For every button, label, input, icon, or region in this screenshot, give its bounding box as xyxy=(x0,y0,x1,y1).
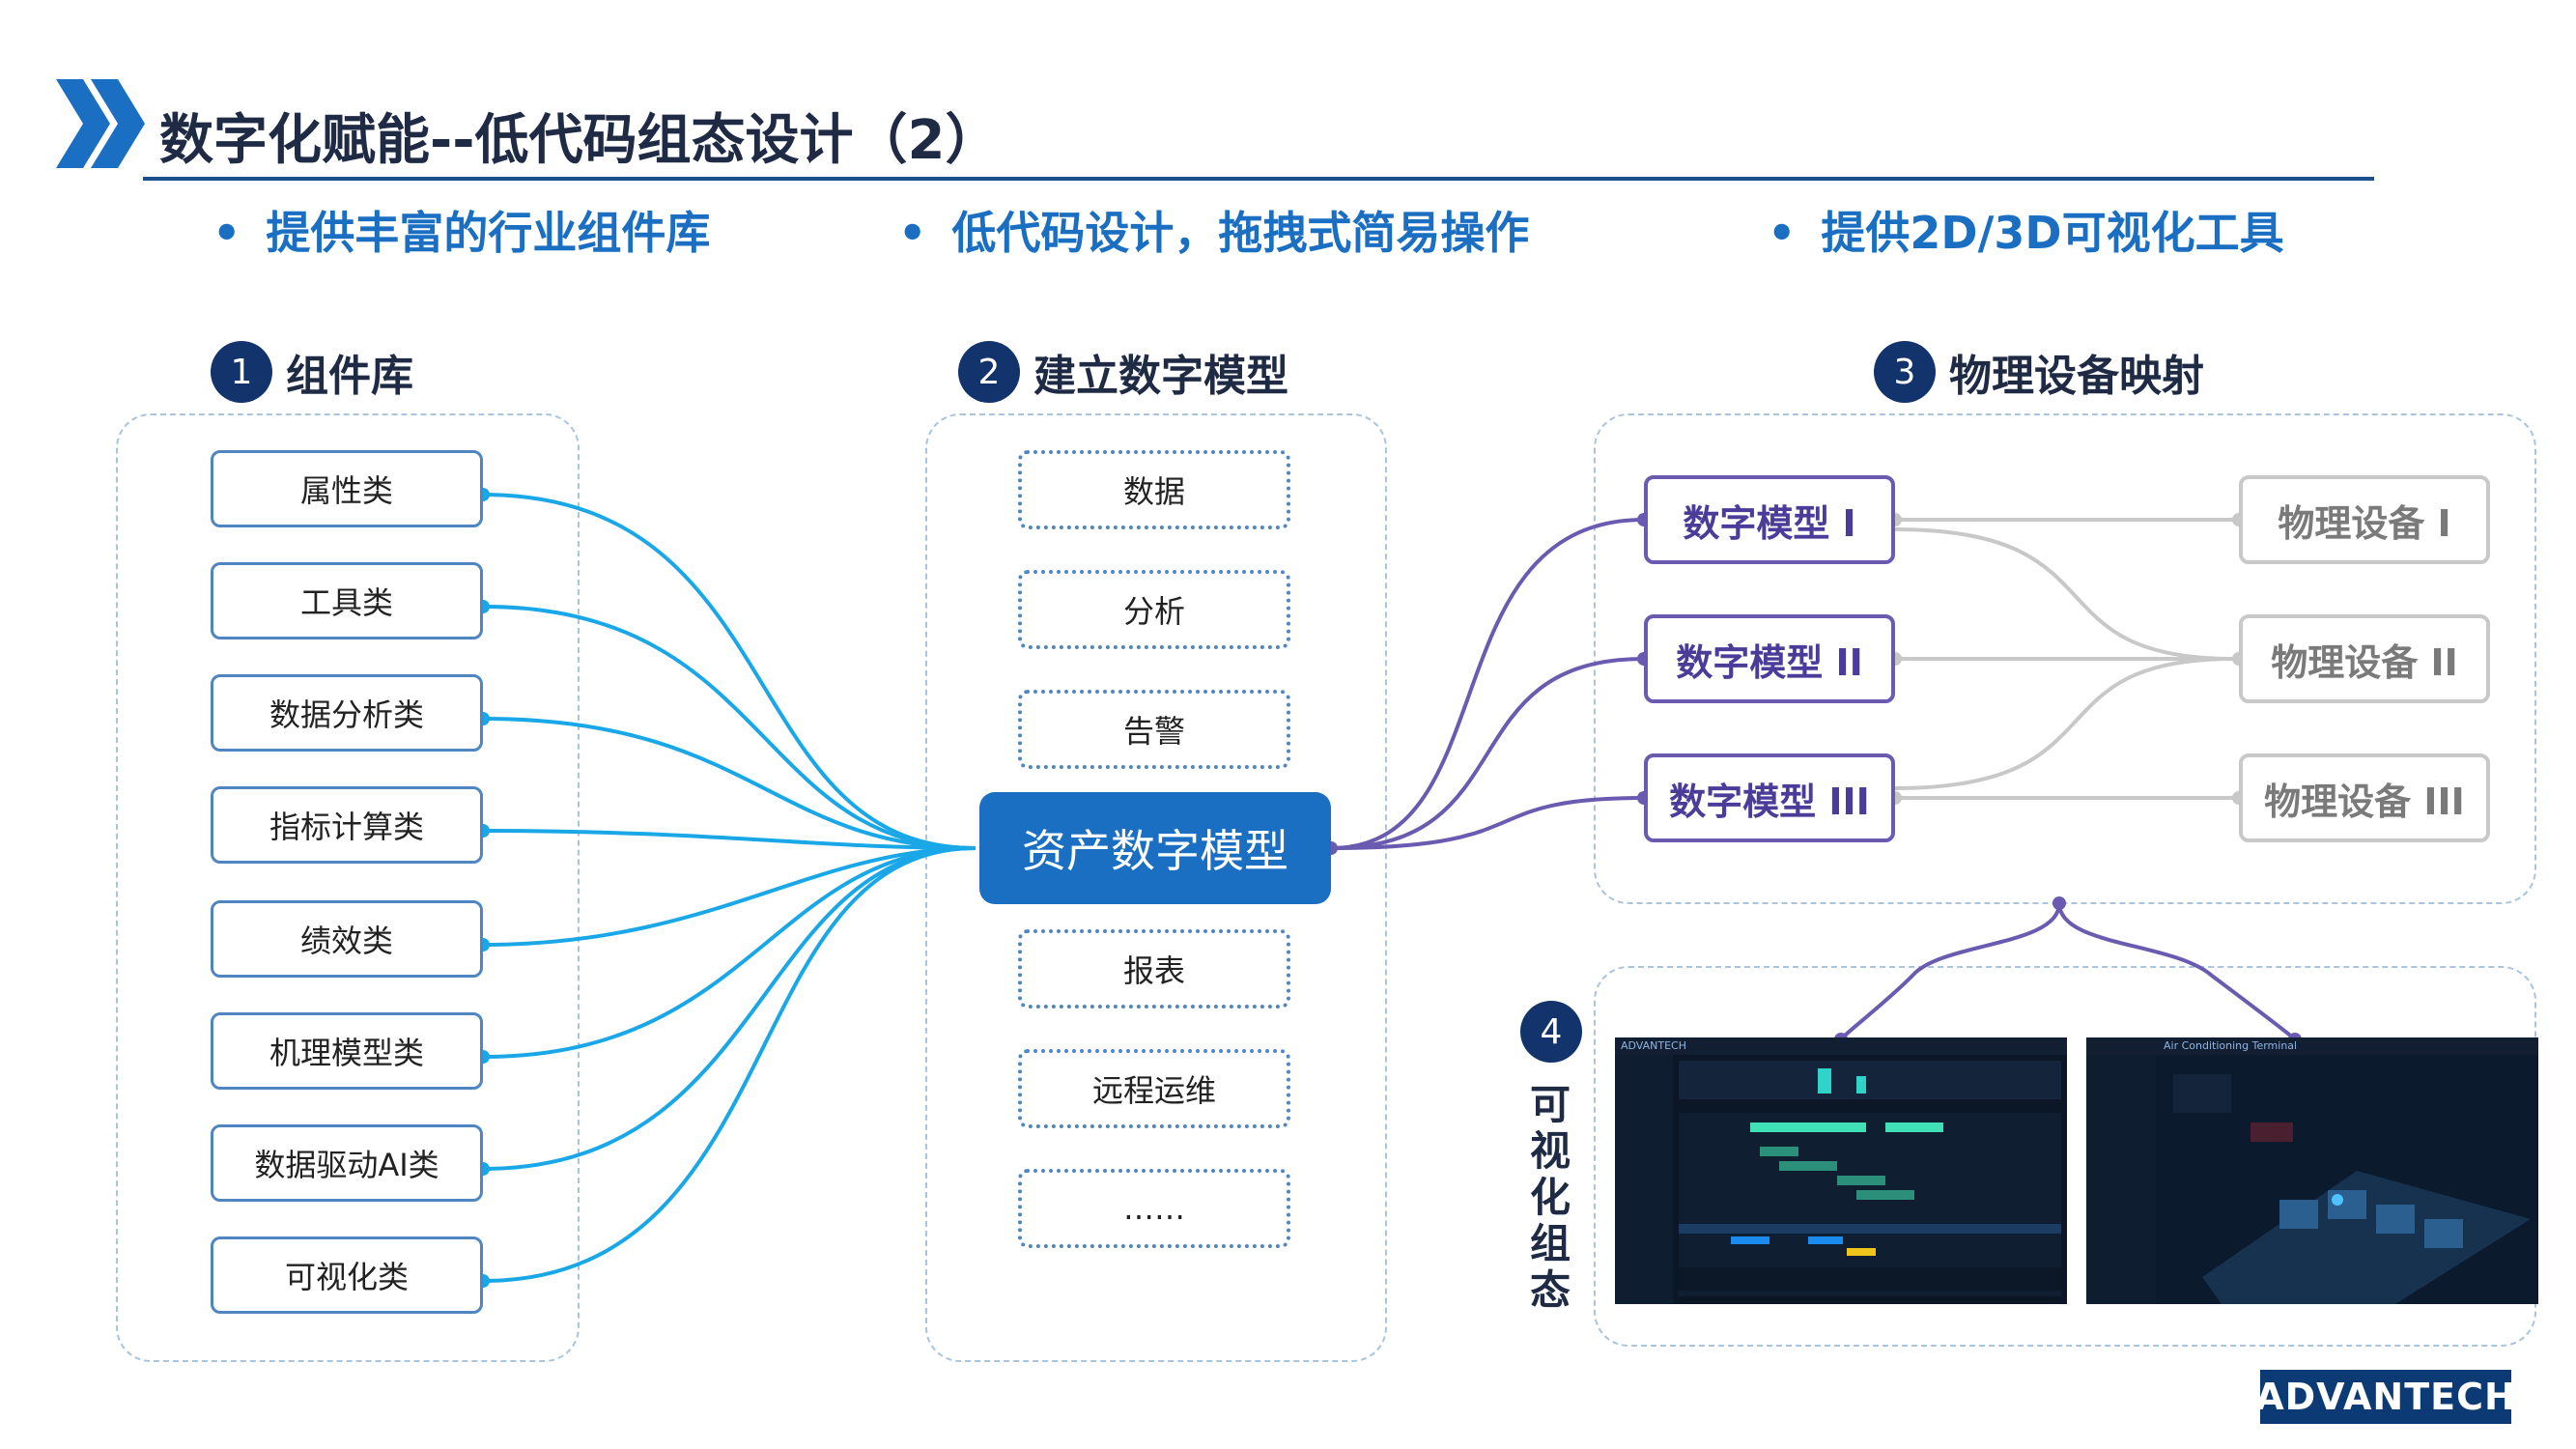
dashboard-screenshot-left: ADVANTECH xyxy=(1615,1037,2067,1304)
component-item[interactable]: 指标计算类 xyxy=(211,786,483,864)
section-label: 物理设备映射 xyxy=(1949,352,2204,401)
digital-model-1[interactable]: 数字模型 I xyxy=(1644,475,1895,564)
3d-scene-illustration xyxy=(2086,1055,2538,1304)
section-label: 组件库 xyxy=(286,352,413,401)
bullet-2: • 低代码设计，拖拽式简易操作 xyxy=(898,198,1529,262)
model-item[interactable]: 告警 xyxy=(1018,690,1290,769)
section-number: 3 xyxy=(1874,341,1936,403)
section-label: 建立数字模型 xyxy=(1033,352,1288,401)
model-item[interactable]: 报表 xyxy=(1018,929,1290,1009)
advantech-logo: ADVANTECH xyxy=(2255,1370,2515,1424)
screenshot-titlebar xyxy=(1615,1037,2067,1055)
bullet-text: 低代码设计，拖拽式简易操作 xyxy=(951,207,1530,259)
model-item[interactable]: 分析 xyxy=(1018,570,1290,649)
section-number: 1 xyxy=(211,341,272,403)
physical-device-3[interactable]: 物理设备 III xyxy=(2239,753,2490,842)
section-heading-mapping: 3 物理设备映射 xyxy=(1874,338,2204,406)
model-item[interactable]: …… xyxy=(1018,1169,1290,1248)
chevron-logo-icon xyxy=(56,79,145,168)
screenshot-titlebar xyxy=(2086,1037,2538,1055)
digital-model-2[interactable]: 数字模型 II xyxy=(1644,614,1895,703)
section-heading-components: 1 组件库 xyxy=(211,338,413,406)
component-item[interactable]: 工具类 xyxy=(211,562,483,639)
model-item[interactable]: 远程运维 xyxy=(1018,1049,1290,1128)
component-item[interactable]: 属性类 xyxy=(211,450,483,527)
bullet-marker: • xyxy=(212,207,241,259)
asset-digital-model[interactable]: 资产数字模型 xyxy=(979,792,1331,904)
3d-screenshot-right: Air Conditioning Terminal xyxy=(2086,1037,2538,1304)
screenshot-header-text: ADVANTECH xyxy=(1621,1039,1686,1052)
bullet-text: 提供丰富的行业组件库 xyxy=(266,207,711,259)
section-heading-model: 2 建立数字模型 xyxy=(958,338,1288,406)
section-number: 2 xyxy=(958,341,1020,403)
page-title: 数字化赋能--低代码组态设计（2） xyxy=(159,109,1000,172)
component-item[interactable]: 可视化类 xyxy=(211,1236,483,1314)
model-item[interactable]: 数据 xyxy=(1018,450,1290,529)
component-item[interactable]: 数据分析类 xyxy=(211,674,483,752)
visualization-label: 可视化组态 xyxy=(1529,1081,1571,1314)
component-item[interactable]: 机理模型类 xyxy=(211,1012,483,1090)
gantt-illustration xyxy=(1615,1055,2061,1304)
digital-model-3[interactable]: 数字模型 III xyxy=(1644,753,1895,842)
bullet-3: • 提供2D/3D可视化工具 xyxy=(1768,198,2284,262)
section-number: 4 xyxy=(1520,1001,1582,1063)
component-item[interactable]: 数据驱动AI类 xyxy=(211,1124,483,1202)
bullet-1: • 提供丰富的行业组件库 xyxy=(212,198,710,262)
model-panel xyxy=(925,413,1387,1362)
physical-device-2[interactable]: 物理设备 II xyxy=(2239,614,2490,703)
bullet-text: 提供2D/3D可视化工具 xyxy=(1821,207,2284,259)
components-panel xyxy=(116,413,580,1362)
screenshot-header-text: Air Conditioning Terminal xyxy=(2164,1039,2298,1052)
physical-device-1[interactable]: 物理设备 I xyxy=(2239,475,2490,564)
title-rule xyxy=(143,177,2374,181)
bullet-marker: • xyxy=(898,207,927,259)
bullet-marker: • xyxy=(1768,207,1797,259)
component-item[interactable]: 绩效类 xyxy=(211,900,483,978)
